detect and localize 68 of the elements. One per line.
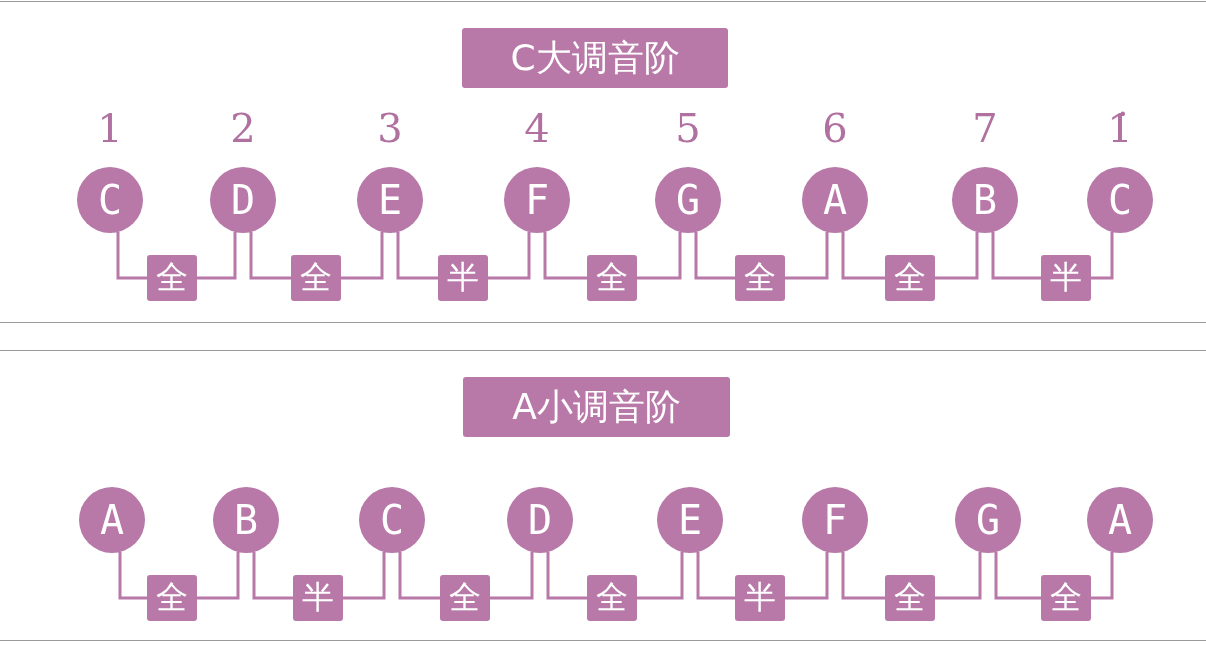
scale-degree-number: 1: [96, 105, 124, 151]
step-box: 全: [147, 575, 197, 621]
scale-degree-number: 5: [674, 105, 702, 151]
connector-line: [118, 552, 147, 600]
step-box: 全: [291, 255, 341, 301]
scale-degree-number: 3: [376, 105, 404, 151]
connector-line: [252, 552, 293, 600]
note-circle: B: [213, 487, 279, 553]
note-circle: G: [655, 167, 721, 233]
scale-degree-number: 6: [821, 105, 849, 151]
note-circle: D: [507, 487, 573, 553]
connector-line: [637, 552, 684, 600]
connector-line: [398, 552, 440, 600]
scale-degree-number: 2: [229, 105, 257, 151]
connector-line: [785, 552, 829, 600]
note-circle: A: [802, 167, 868, 233]
scale-degree-number: 1̇: [1106, 105, 1134, 151]
connector-line: [490, 552, 534, 600]
connector-line: [935, 552, 982, 600]
connector-line: [116, 232, 147, 280]
connector-line: [341, 232, 384, 280]
connector-line: [785, 232, 829, 280]
connector-line: [488, 232, 531, 280]
scale-degree-number: 4: [523, 105, 551, 151]
note-circle: A: [79, 487, 145, 553]
note-circle: D: [210, 167, 276, 233]
note-circle: B: [952, 167, 1018, 233]
note-circle: C: [77, 167, 143, 233]
step-box: 半: [1041, 255, 1091, 301]
connector-line: [694, 232, 735, 280]
connector-line: [343, 552, 386, 600]
note-circle: G: [955, 487, 1021, 553]
connector-line: [841, 232, 885, 280]
step-box: 半: [293, 575, 343, 621]
connector-line: [1091, 552, 1114, 600]
connector-line: [991, 232, 1041, 280]
step-box: 半: [438, 255, 488, 301]
connector-line: [841, 552, 885, 600]
connector-line: [637, 232, 682, 280]
connector-line: [994, 552, 1041, 600]
connector-line: [935, 232, 979, 280]
scale-title: A小调音阶: [463, 377, 730, 437]
step-box: 全: [885, 575, 935, 621]
step-box: 全: [147, 255, 197, 301]
note-circle: C: [359, 487, 425, 553]
note-circle: F: [802, 487, 868, 553]
scale-title: C大调音阶: [462, 28, 728, 88]
step-box: 全: [735, 255, 785, 301]
step-box: 全: [587, 575, 637, 621]
note-circle: F: [504, 167, 570, 233]
scale-degree-number: 7: [971, 105, 999, 151]
step-box: 全: [1041, 575, 1091, 621]
connector-line: [696, 552, 735, 600]
connector-line: [249, 232, 291, 280]
step-box: 全: [885, 255, 935, 301]
connector-line: [197, 552, 240, 600]
note-circle: E: [657, 487, 723, 553]
note-circle: A: [1087, 487, 1153, 553]
note-circle: E: [357, 167, 423, 233]
step-box: 全: [587, 255, 637, 301]
connector-line: [197, 232, 237, 280]
connector-line: [543, 232, 587, 280]
note-circle: C: [1087, 167, 1153, 233]
step-box: 半: [735, 575, 785, 621]
connector-line: [396, 232, 438, 280]
connector-line: [1091, 232, 1114, 280]
step-box: 全: [440, 575, 490, 621]
connector-line: [546, 552, 587, 600]
